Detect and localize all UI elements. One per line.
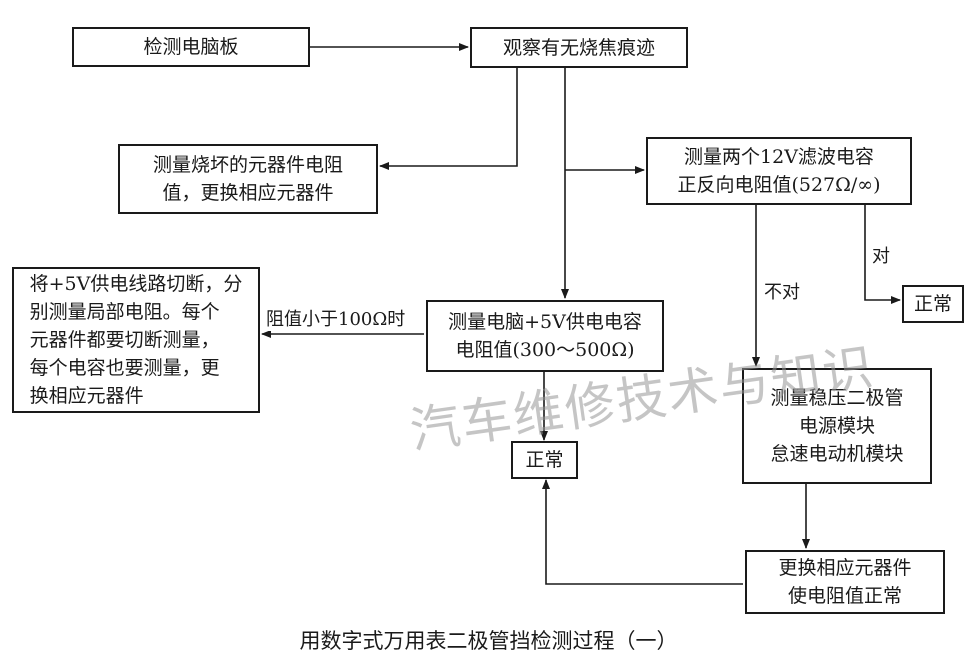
arrow-12v-to-normal	[864, 205, 901, 304]
node-observe-burn-text: 观察有无烧焦痕迹	[502, 36, 655, 59]
node-cut-5v: 将+5V供电线路切断，分 别测量局部电阻。每个 元器件都要切断测量， 每个电容也…	[12, 267, 260, 413]
node-measure-burnt-text: 测量烧坏的元器件电阻 值，更换相应元器件	[152, 154, 343, 204]
node-observe-burn: 观察有无烧焦痕迹	[470, 27, 688, 68]
node-measure-modules-text: 测量稳压二极管 电源模块 怠速电动机模块	[770, 387, 904, 465]
node-measure-12v: 测量两个12V滤波电容 正反向电阻值(527Ω/∞)	[646, 137, 912, 205]
arrow-replace-to-normal	[542, 479, 743, 585]
node-normal-right-text: 正常	[913, 293, 952, 315]
node-check-board-text: 检测电脑板	[143, 36, 239, 58]
node-measure-burnt: 测量烧坏的元器件电阻 值，更换相应元器件	[118, 144, 378, 214]
node-cut-5v-text: 将+5V供电线路切断，分 别测量局部电阻。每个 元器件都要切断测量， 每个电容也…	[29, 273, 243, 407]
node-measure-5v: 测量电脑+5V供电电容 电阻值(300～500Ω)	[426, 300, 664, 372]
node-check-board: 检测电脑板	[72, 27, 310, 67]
arrow-observe-to-burnt	[379, 68, 518, 170]
node-measure-modules: 测量稳压二极管 电源模块 怠速电动机模块	[742, 368, 932, 484]
edge-label-correct: 对	[872, 246, 890, 268]
node-replace-components: 更换相应元器件 使电阻值正常	[745, 550, 945, 614]
edge-label-resistance-low: 阻值小于100Ω时	[266, 309, 406, 331]
node-normal-left: 正常	[511, 441, 578, 479]
node-normal-left-text: 正常	[525, 449, 564, 471]
node-replace-components-text: 更换相应元器件 使电阻值正常	[778, 557, 912, 607]
figure-caption: 用数字式万用表二极管挡检测过程（一）	[299, 629, 678, 653]
node-measure-12v-text: 测量两个12V滤波电容 正反向电阻值(527Ω/∞)	[677, 146, 881, 196]
node-normal-right: 正常	[902, 285, 964, 323]
edge-label-incorrect: 不对	[764, 282, 800, 304]
node-measure-5v-text: 测量电脑+5V供电电容 电阻值(300～500Ω)	[448, 311, 642, 361]
